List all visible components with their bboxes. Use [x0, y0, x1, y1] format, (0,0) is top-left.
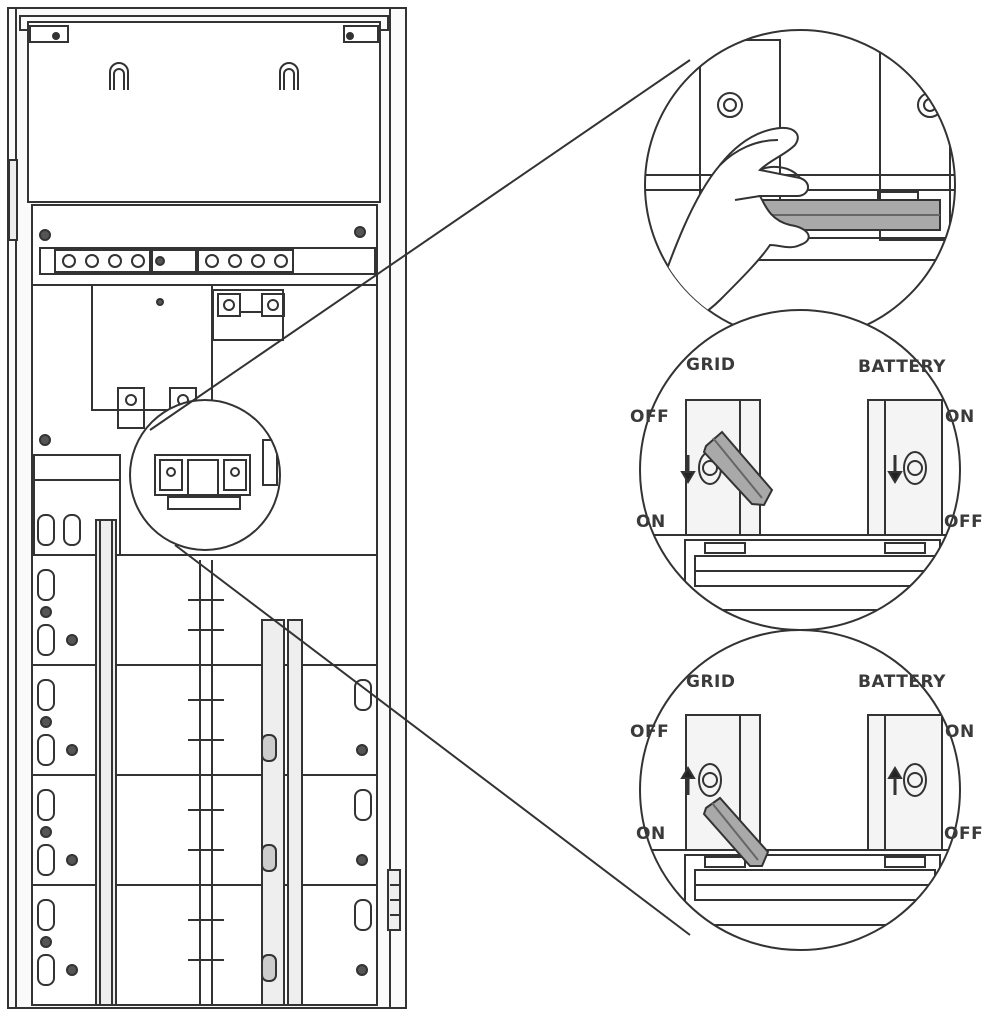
battery-label-top: BATTERY	[858, 357, 946, 377]
battery-on-label-bottom: ON	[945, 722, 975, 742]
detail-circle-grid-on	[639, 309, 961, 631]
grid-on-label-top: ON	[636, 512, 666, 532]
grid-label-bottom: GRID	[686, 672, 736, 692]
leader-lines	[149, 59, 691, 936]
grid-on-label-bottom: ON	[636, 824, 666, 844]
detail-circle-grid-off	[639, 629, 961, 951]
magnifier-source-circle	[129, 399, 281, 551]
breaker-rows	[31, 514, 378, 1006]
grid-label-top: GRID	[686, 355, 736, 375]
detail-circle-hand	[644, 29, 956, 341]
battery-off-label-bottom: OFF	[944, 824, 984, 844]
grid-off-label-bottom: OFF	[630, 722, 670, 742]
top-compartment	[27, 21, 381, 203]
grid-off-label-top: OFF	[630, 407, 670, 427]
battery-off-label-top: OFF	[944, 512, 984, 532]
battery-label-bottom: BATTERY	[858, 672, 946, 692]
battery-on-label-top: ON	[945, 407, 975, 427]
